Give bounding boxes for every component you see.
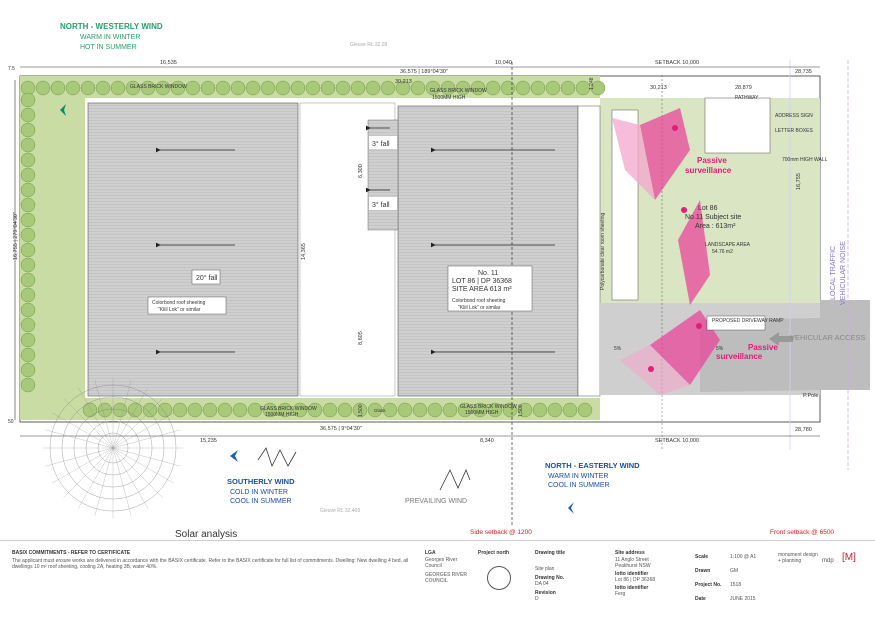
nw-wind-title: NORTH - WESTERLY WIND bbox=[60, 22, 163, 31]
title-block: BASIX COMMITMENTS - REFER TO CERTIFICATE… bbox=[0, 540, 875, 619]
svg-text:SETBACK 10,000: SETBACK 10,000 bbox=[655, 60, 699, 66]
svg-text:GLASS BRICK WINDOW: GLASS BRICK WINDOW bbox=[130, 84, 187, 90]
south-wind-line1: COLD IN WINTER bbox=[230, 489, 288, 496]
svg-text:16,755 | 279°04'30": 16,755 | 279°04'30" bbox=[13, 212, 19, 260]
svg-text:Area : 613m²: Area : 613m² bbox=[695, 223, 736, 230]
svg-text:Passive: Passive bbox=[697, 156, 727, 165]
south-wind-arrow-icon bbox=[230, 450, 238, 462]
prevailing-wind-label: PREVAILING WIND bbox=[405, 498, 467, 505]
svg-text:16,535: 16,535 bbox=[160, 60, 177, 66]
front-setback-label: Front setback @ 6500 bbox=[770, 529, 834, 536]
svg-text:"Kliil Lok" or similar: "Kliil Lok" or similar bbox=[458, 305, 501, 311]
svg-text:30,213: 30,213 bbox=[395, 79, 412, 85]
north-arrow-icon bbox=[487, 566, 511, 590]
prevailing-wind-icon bbox=[439, 468, 471, 491]
solar-compass bbox=[43, 378, 183, 518]
svg-text:700mm HIGH WALL: 700mm HIGH WALL bbox=[782, 157, 828, 163]
svg-text:ADDRESS SIGN: ADDRESS SIGN bbox=[775, 113, 813, 119]
nw-wind-arrow-icon bbox=[60, 104, 66, 116]
svg-text:P.Pole: P.Pole bbox=[803, 393, 819, 399]
brand-logo: [M] bbox=[842, 552, 856, 563]
svg-text:28,735: 28,735 bbox=[795, 69, 812, 75]
svg-text:30,213: 30,213 bbox=[650, 85, 667, 91]
ne-wind-arrow-icon bbox=[568, 502, 574, 514]
council-logo: GEORGES RIVER COUNCIL bbox=[425, 572, 467, 584]
nw-wind-line1: WARM IN WINTER bbox=[80, 34, 140, 41]
svg-text:1,248: 1,248 bbox=[589, 77, 595, 90]
svg-text:36,575 | 9°04'30": 36,575 | 9°04'30" bbox=[320, 426, 362, 432]
right-roof bbox=[397, 105, 579, 397]
svg-text:LETTER BOXES: LETTER BOXES bbox=[775, 128, 813, 134]
svg-text:8,605: 8,605 bbox=[358, 331, 364, 345]
svg-text:Polycarbonate clear room sheet: Polycarbonate clear room sheeting bbox=[600, 213, 606, 290]
svg-text:54.76 m2: 54.76 m2 bbox=[712, 249, 733, 255]
svg-text:3° fall: 3° fall bbox=[372, 201, 390, 209]
side-setback-label: Side setback @ 1200 bbox=[470, 529, 532, 536]
svg-text:50: 50 bbox=[8, 419, 14, 425]
south-wind-icon bbox=[257, 447, 297, 468]
svg-text:8,340: 8,340 bbox=[480, 438, 494, 444]
svg-text:16,755: 16,755 bbox=[796, 173, 802, 190]
svg-text:Glass: Glass bbox=[374, 408, 386, 413]
svg-text:14,365: 14,365 bbox=[301, 243, 307, 260]
svg-text:SETBACK 10,000: SETBACK 10,000 bbox=[655, 438, 699, 444]
svg-text:15,235: 15,235 bbox=[200, 438, 217, 444]
passive-surveillance-zones bbox=[612, 108, 720, 395]
ne-wind-title: NORTH - EASTERLY WIND bbox=[545, 461, 640, 470]
svg-text:PROPOSED DRIVEWAY RAMP: PROPOSED DRIVEWAY RAMP bbox=[712, 318, 784, 324]
svg-text:GLASS BRICK WINDOW: GLASS BRICK WINDOW bbox=[430, 88, 487, 94]
hedge-left bbox=[20, 92, 36, 393]
fall-20-label: 20° fall bbox=[196, 274, 218, 282]
svg-text:1,500: 1,500 bbox=[518, 404, 524, 417]
svg-text:6,300: 6,300 bbox=[358, 164, 364, 178]
svg-text:LOT 86 | DP 36368: LOT 86 | DP 36368 bbox=[452, 278, 512, 285]
svg-text:LANDSCAPE AREA: LANDSCAPE AREA bbox=[705, 242, 751, 248]
svg-text:VEHICULAR NOISE: VEHICULAR NOISE bbox=[840, 241, 847, 305]
svg-text:1500MM HIGH: 1500MM HIGH bbox=[265, 412, 299, 418]
svg-text:LOCAL TRAFFIC: LOCAL TRAFFIC bbox=[830, 246, 837, 300]
brand-name: mdp bbox=[822, 558, 834, 564]
solar-analysis-label: Solar analysis bbox=[175, 529, 237, 540]
svg-text:Gleuve RL 32.409: Gleuve RL 32.409 bbox=[320, 508, 360, 514]
hedge-top bbox=[20, 80, 606, 96]
left-roof bbox=[87, 102, 299, 397]
svg-text:Lot 86: Lot 86 bbox=[698, 205, 718, 212]
south-wind-title: SOUTHERLY WIND bbox=[227, 477, 295, 486]
svg-text:5%: 5% bbox=[614, 346, 622, 352]
nw-wind-line2: HOT IN SUMMER bbox=[80, 44, 137, 51]
svg-text:28,879: 28,879 bbox=[735, 85, 752, 91]
svg-text:Gleuve RL 32.09: Gleuve RL 32.09 bbox=[350, 42, 388, 48]
vehicle-access-arrow-icon bbox=[769, 332, 793, 346]
fall-arrows bbox=[156, 125, 555, 355]
svg-text:"Kliil Lok" or similar: "Kliil Lok" or similar bbox=[158, 307, 201, 313]
svg-text:1500MM HIGH: 1500MM HIGH bbox=[465, 410, 499, 416]
ne-wind-line2: COOL IN SUMMER bbox=[548, 482, 610, 489]
svg-text:PATHWAY: PATHWAY bbox=[735, 95, 759, 101]
svg-text:SITE AREA 613 m²: SITE AREA 613 m² bbox=[452, 286, 512, 293]
svg-text:Colorbond roof sheeting: Colorbond roof sheeting bbox=[452, 298, 506, 304]
svg-text:surveillance: surveillance bbox=[716, 352, 763, 361]
svg-text:28,780: 28,780 bbox=[795, 427, 812, 433]
svg-text:7.5: 7.5 bbox=[8, 66, 15, 72]
svg-text:1500MM HIGH: 1500MM HIGH bbox=[432, 95, 466, 101]
svg-text:VEHICULAR ACCESS: VEHICULAR ACCESS bbox=[790, 333, 865, 342]
svg-text:Colorbond roof sheeting: Colorbond roof sheeting bbox=[152, 300, 206, 306]
svg-text:No. 11: No. 11 bbox=[478, 270, 498, 277]
svg-text:3° fall: 3° fall bbox=[372, 140, 390, 148]
south-wind-line2: COOL IN SUMMER bbox=[230, 498, 292, 505]
svg-text:GLASS BRICK WINDOW: GLASS BRICK WINDOW bbox=[460, 404, 517, 410]
ne-wind-line1: WARM IN WINTER bbox=[548, 473, 608, 480]
vehicular-access-zone bbox=[820, 300, 870, 390]
svg-text:36,575 | 189°04'30": 36,575 | 189°04'30" bbox=[400, 69, 448, 75]
svg-text:5%: 5% bbox=[716, 346, 724, 352]
svg-text:surveillance: surveillance bbox=[685, 166, 732, 175]
svg-text:10,040: 10,040 bbox=[495, 60, 512, 66]
svg-text:1,500: 1,500 bbox=[358, 404, 364, 417]
svg-text:Passive: Passive bbox=[748, 343, 778, 352]
svg-text:No.11 Subject site: No.11 Subject site bbox=[685, 214, 741, 221]
svg-text:GLASS BRICK WINDOW: GLASS BRICK WINDOW bbox=[260, 406, 317, 412]
